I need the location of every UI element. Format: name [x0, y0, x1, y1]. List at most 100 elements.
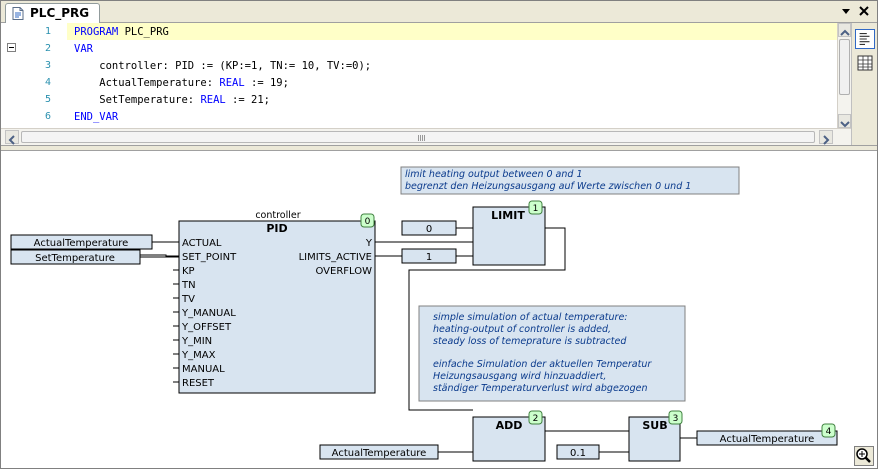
- pid-output-pins: Y LIMITS_ACTIVE OVERFLOW: [299, 238, 373, 277]
- tab-plc-prg[interactable]: PLC_PRG: [5, 3, 101, 23]
- code-text: := 19;: [244, 77, 289, 89]
- code-line: END_VAR: [74, 111, 118, 123]
- code-line: VAR: [74, 43, 93, 55]
- output-actual-temperature[interactable]: ActualTemperature 4: [696, 423, 838, 446]
- code-area[interactable]: PROGRAM PLC_PRG VAR controller: PID := (K…: [67, 23, 837, 128]
- line-number: 3: [44, 60, 51, 71]
- close-icon[interactable]: [857, 4, 871, 18]
- sub-type: SUB: [642, 419, 667, 432]
- scroll-right-button[interactable]: [819, 130, 833, 145]
- code-keyword: END_VAR: [74, 111, 119, 123]
- comment-line: ständiger Temperaturverlust wird abgezog…: [433, 383, 647, 394]
- comment-limit[interactable]: limit heating output between 0 and 1 beg…: [400, 166, 740, 195]
- order-number: 0: [365, 217, 371, 227]
- code-text: SetTemperature:: [74, 94, 201, 106]
- line-number: 2: [44, 43, 51, 54]
- code-keyword: VAR: [74, 43, 93, 55]
- output-label: ActualTemperature: [720, 434, 815, 445]
- scroll-thumb[interactable]: [21, 131, 815, 143]
- order-badge: [528, 410, 543, 425]
- limit-block[interactable]: LIMIT 1: [472, 200, 546, 266]
- comment-line: limit heating output between 0 and 1: [405, 169, 583, 180]
- pid-input-pin[interactable]: Y_MIN: [181, 336, 212, 347]
- input-add-actual-temperature[interactable]: ActualTemperature: [319, 444, 439, 460]
- current-line-highlight: [67, 23, 837, 40]
- tabular-view-icon[interactable]: [855, 53, 875, 73]
- code-text: := 21;: [225, 94, 270, 106]
- pid-input-pin[interactable]: TN: [181, 280, 196, 291]
- arrow-right-icon: [823, 135, 830, 145]
- add-type: ADD: [496, 419, 523, 432]
- comment-simulation[interactable]: simple simulation of actual temperature:…: [418, 305, 686, 402]
- input-label: SetTemperature: [35, 253, 115, 264]
- limit-type: LIMIT: [491, 209, 525, 222]
- code-line: PROGRAM PLC_PRG: [74, 26, 169, 38]
- pane-splitter[interactable]: [1, 145, 877, 151]
- cfc-canvas[interactable]: limit heating output between 0 and 1 beg…: [1, 151, 877, 469]
- comment-line: simple simulation of actual temperature:: [433, 312, 628, 323]
- zoom-icon[interactable]: [854, 446, 874, 466]
- order-number: 2: [533, 414, 539, 424]
- textual-view-icon[interactable]: [855, 29, 875, 49]
- comment-line: begrenzt den Heizungsausgang auf Werte z…: [405, 181, 691, 192]
- line-number: 4: [44, 77, 51, 88]
- scroll-down-button[interactable]: [838, 114, 851, 128]
- input-label: ActualTemperature: [34, 238, 129, 249]
- code-text: controller: PID := (KP:=1, TN:= 10, TV:=…: [74, 60, 372, 72]
- input-label: 0.1: [570, 448, 586, 459]
- input-label: 0: [426, 224, 432, 235]
- tab-bar: PLC_PRG: [1, 1, 877, 23]
- pid-input-pin[interactable]: KP: [182, 266, 195, 277]
- input-limit-min[interactable]: 0: [401, 220, 457, 236]
- order-number: 3: [673, 414, 679, 424]
- comment-line: heating-output of controller is added,: [433, 324, 611, 335]
- line-number: 5: [44, 94, 51, 105]
- pid-input-pin[interactable]: TV: [181, 294, 195, 305]
- input-label: 1: [426, 252, 432, 263]
- scroll-thumb[interactable]: [839, 39, 850, 95]
- arrow-up-icon: [840, 29, 850, 36]
- code-text: PLC_PRG: [118, 26, 169, 38]
- arrow-left-icon: [8, 135, 15, 145]
- code-keyword: PROGRAM: [74, 26, 119, 38]
- pid-input-pin[interactable]: MANUAL: [182, 364, 225, 375]
- pid-output-pin[interactable]: LIMITS_ACTIVE: [299, 252, 372, 263]
- view-switcher: [851, 23, 877, 145]
- pid-input-pins: ACTUAL SET_POINT KP TN TV Y_MANUAL Y_OFFSET Y_M…: [181, 238, 237, 389]
- line-number: 6: [44, 111, 51, 122]
- pid-input-pin[interactable]: Y_MAX: [181, 350, 216, 361]
- pid-block[interactable]: controller PID 0 ACTUALSET_POINTKPTNTVY_…: [178, 210, 376, 394]
- input-limit-max[interactable]: 1: [401, 248, 457, 264]
- pid-output-pin[interactable]: Y: [365, 238, 373, 249]
- scroll-left-button[interactable]: [5, 130, 19, 145]
- vertical-scrollbar[interactable]: [837, 23, 851, 128]
- scroll-up-button[interactable]: [838, 23, 851, 37]
- collapse-toggle[interactable]: [7, 43, 16, 52]
- pid-output-pin[interactable]: OVERFLOW: [315, 266, 372, 277]
- sub-block[interactable]: SUB 3: [628, 410, 683, 462]
- comment-line: steady loss of temeprature is subtracted: [433, 336, 627, 347]
- cfc-editor[interactable]: limit heating output between 0 and 1 beg…: [1, 151, 877, 469]
- pid-input-pin[interactable]: Y_MANUAL: [181, 308, 236, 319]
- add-block[interactable]: ADD 2: [472, 410, 546, 462]
- input-actual-temperature[interactable]: ActualTemperature: [10, 234, 153, 250]
- pid-input-pin[interactable]: RESET: [182, 378, 215, 389]
- order-number: 4: [826, 427, 832, 437]
- dropdown-arrow-icon[interactable]: [839, 4, 853, 18]
- input-label: ActualTemperature: [332, 448, 427, 459]
- pid-input-pin[interactable]: Y_OFFSET: [181, 322, 232, 333]
- document-icon: [12, 7, 24, 20]
- pid-instance-name: controller: [255, 210, 300, 221]
- input-sub-constant[interactable]: 0.1: [556, 444, 600, 460]
- order-badge: [821, 423, 836, 438]
- arrow-down-icon: [840, 121, 850, 128]
- horizontal-scrollbar[interactable]: [1, 128, 851, 145]
- pid-input-pin[interactable]: ACTUAL: [182, 238, 222, 249]
- tab-label: PLC_PRG: [30, 6, 90, 20]
- input-set-temperature[interactable]: SetTemperature: [10, 249, 141, 265]
- order-number: 1: [533, 204, 539, 214]
- pid-input-pin[interactable]: SET_POINT: [182, 252, 237, 263]
